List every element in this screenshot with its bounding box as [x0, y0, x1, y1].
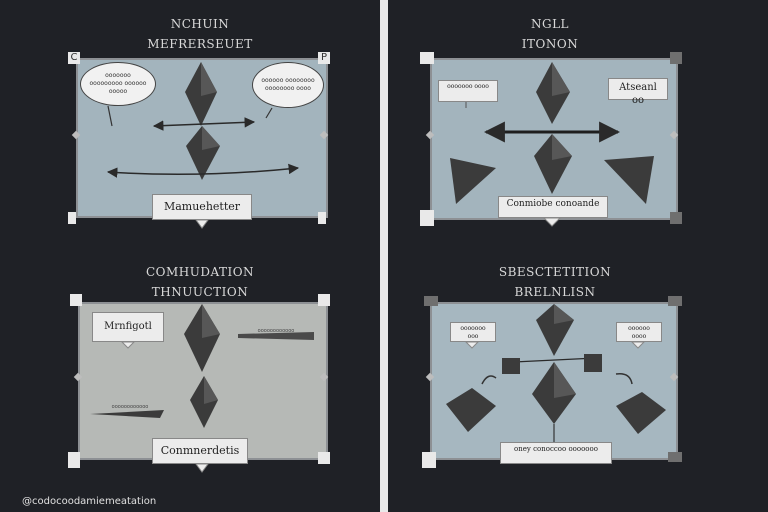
corner-br-d — [668, 452, 682, 462]
tl-bubble-tail-left — [107, 105, 113, 127]
br-diamond-top — [536, 304, 574, 356]
br-hook-right — [615, 372, 633, 385]
corner-tr-a — [420, 52, 434, 64]
bl-label-pointer — [120, 341, 136, 349]
label-tr-left: ooooooo oooo — [438, 80, 498, 102]
corner-tr-b — [670, 52, 682, 64]
br-node-right — [584, 354, 602, 372]
corner-br-a — [424, 296, 438, 306]
bl-strip-left — [90, 410, 164, 418]
bl-diamond-top — [184, 304, 220, 372]
title-top-left-2: MEFRERSEUET — [147, 37, 253, 51]
label-tr-right: Atseanl oo — [608, 78, 668, 106]
tr-shape-right — [604, 156, 654, 204]
divider-left — [380, 0, 388, 512]
br-connector — [513, 357, 597, 363]
title-top-right-2: ITONON — [521, 37, 579, 51]
tl-bubble-tail-right — [265, 107, 273, 119]
label-br-right: oooooo oooo — [616, 322, 662, 342]
strip-bl-right: oooooooooooo — [257, 328, 295, 334]
br-hook-left — [481, 375, 497, 385]
bubble-top-left: ooooooo ooooooooo oooooo ooooo — [80, 62, 156, 106]
corner-br-c — [422, 452, 436, 468]
br-node-left — [502, 358, 520, 374]
tr-diamond-top — [536, 62, 570, 124]
caption: @codocoodamiemeatation — [22, 496, 157, 507]
tl-label-pointer — [195, 219, 209, 229]
corner-top-left-a: C — [68, 52, 80, 64]
label-bottom-left: Conmnerdetis — [152, 438, 248, 464]
corner-top-left-b: P — [318, 52, 330, 64]
bl-diamond-bottom — [190, 376, 218, 428]
bubble-top-right: oooooo oooooooo oooooooo oooo — [252, 62, 324, 108]
tl-diamond-bottom — [186, 126, 220, 180]
br-label-pointer-left — [464, 341, 480, 349]
corner-bl-b — [318, 294, 330, 306]
br-shape-left — [446, 388, 496, 432]
corner-bl-d — [318, 452, 330, 464]
title-top-left-1: NCHUIN — [170, 17, 230, 31]
label-bl-left: Mrnfigotl — [92, 312, 164, 342]
corner-top-left-d — [318, 212, 326, 224]
br-shape-right — [616, 392, 666, 434]
corner-tr-c — [420, 210, 434, 226]
tl-arrow-lower — [106, 163, 300, 178]
tr-diamond-bottom — [534, 134, 572, 194]
tl-diamond-top — [185, 62, 217, 126]
tr-label-pointer — [542, 217, 562, 227]
tr-shape-left — [450, 158, 496, 204]
corner-br-b — [668, 296, 682, 306]
tl-arrow-upper — [152, 117, 256, 131]
title-top-right-1: NGLL — [530, 17, 570, 31]
corner-tr-d — [670, 212, 682, 224]
br-label-pointer-right — [630, 341, 646, 349]
title-bottom-right-2: BRELNLISN — [514, 285, 596, 299]
strip-bl-left: oooooooooooo — [111, 404, 149, 410]
corner-top-left-c — [68, 212, 76, 224]
corner-bl-a — [70, 294, 82, 306]
title-bottom-left-1: COMHUDATION — [145, 265, 255, 279]
bl-bottom-pointer — [195, 463, 209, 473]
br-diamond-bottom — [532, 362, 576, 424]
label-top-left: Mamuehetter — [152, 194, 252, 220]
title-bottom-right-1: SBESCTETITION — [498, 265, 612, 279]
corner-bl-c — [68, 452, 80, 468]
label-bottom-right: oney conoccoo ooooooo — [500, 442, 612, 464]
title-bottom-left-2: THNUUCTION — [151, 285, 249, 299]
bl-strip-right — [238, 332, 314, 340]
